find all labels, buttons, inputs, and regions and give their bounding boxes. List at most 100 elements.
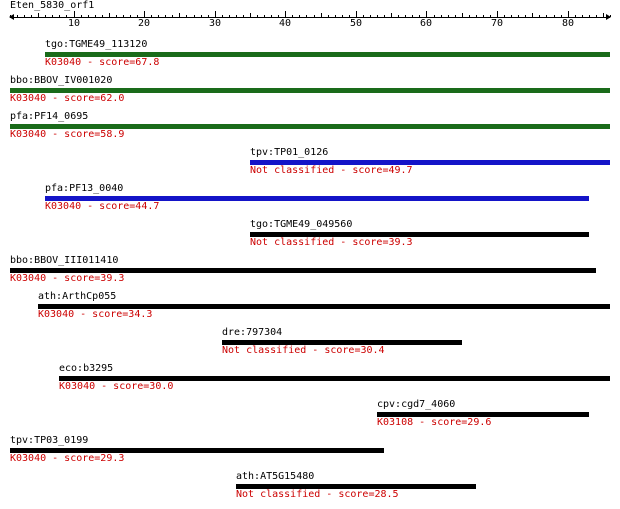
axis-minor-tick (10, 15, 11, 17)
axis-tick-label: 30 (208, 18, 222, 29)
hit-annotation: K03040 - score=39.3 (10, 273, 125, 284)
axis-minor-tick (483, 15, 484, 17)
hit-annotation: K03040 - score=29.3 (10, 453, 125, 464)
axis-minor-tick (236, 15, 237, 17)
axis-tick-label: 40 (278, 18, 292, 29)
axis-minor-tick (158, 15, 159, 17)
axis-minor-tick (222, 15, 223, 17)
axis-minor-tick (384, 15, 385, 17)
hit-bar[interactable] (222, 340, 462, 345)
axis-minor-tick (165, 15, 166, 17)
axis-minor-tick (292, 15, 293, 17)
axis-minor-tick (17, 15, 18, 17)
axis-minor-tick (349, 15, 350, 17)
axis-minor-tick (151, 15, 152, 17)
axis-minor-tick (448, 15, 449, 17)
axis-minor-tick (532, 13, 533, 17)
hit-gene-link[interactable]: eco:b3295 (59, 363, 114, 374)
axis-tick-label: 80 (561, 18, 575, 29)
axis-minor-tick (370, 15, 371, 17)
axis-minor-tick (603, 13, 604, 17)
hit-bar[interactable] (10, 268, 596, 273)
hit-annotation: Not classified - score=28.5 (236, 489, 399, 500)
hit-bar[interactable] (250, 232, 589, 237)
hit-annotation: K03040 - score=44.7 (45, 201, 160, 212)
axis-minor-tick (561, 15, 562, 17)
axis-tick-label: 20 (137, 18, 151, 29)
axis-minor-tick (511, 15, 512, 17)
axis-minor-tick (546, 15, 547, 17)
hit-gene-link[interactable]: tgo:TGME49_113120 (45, 39, 148, 50)
hit-bar[interactable] (45, 196, 589, 201)
axis-minor-tick (321, 13, 322, 17)
axis-major-tick (285, 11, 286, 17)
axis-minor-tick (52, 15, 53, 17)
hit-gene-link[interactable]: ath:ArthCp055 (38, 291, 117, 302)
hit-bar[interactable] (10, 88, 610, 93)
hit-annotation: Not classified - score=30.4 (222, 345, 385, 356)
hit-bar[interactable] (377, 412, 589, 417)
hit-gene-link[interactable]: bbo:BBOV_IV001020 (10, 75, 113, 86)
axis-minor-tick (525, 15, 526, 17)
axis-minor-tick (575, 15, 576, 17)
hit-annotation: K03040 - score=30.0 (59, 381, 174, 392)
axis-minor-tick (278, 15, 279, 17)
hit-annotation: K03040 - score=67.8 (45, 57, 160, 68)
hit-bar[interactable] (10, 448, 384, 453)
axis-minor-tick (137, 15, 138, 17)
axis-minor-tick (194, 15, 195, 17)
hit-gene-link[interactable]: dre:797304 (222, 327, 283, 338)
axis-minor-tick (539, 15, 540, 17)
hit-bar[interactable] (10, 124, 610, 129)
axis-minor-tick (490, 15, 491, 17)
axis-minor-tick (201, 15, 202, 17)
axis-minor-tick (45, 15, 46, 17)
hit-gene-link[interactable]: tgo:TGME49_049560 (250, 219, 353, 230)
axis-minor-tick (419, 15, 420, 17)
hit-bar[interactable] (236, 484, 476, 489)
axis-minor-tick (59, 15, 60, 17)
hit-gene-link[interactable]: tpv:TP03_0199 (10, 435, 89, 446)
hit-gene-link[interactable]: bbo:BBOV_III011410 (10, 255, 119, 266)
hit-annotation: Not classified - score=39.3 (250, 237, 413, 248)
axis-tick-label: 10 (67, 18, 81, 29)
hit-gene-link[interactable]: cpv:cgd7_4060 (377, 399, 456, 410)
axis-minor-tick (179, 13, 180, 17)
axis-minor-tick (391, 13, 392, 17)
axis-minor-tick (123, 15, 124, 17)
axis-minor-tick (271, 15, 272, 17)
axis-minor-tick (554, 15, 555, 17)
hit-bar[interactable] (45, 52, 610, 57)
hit-bar[interactable] (59, 376, 610, 381)
axis-minor-tick (172, 15, 173, 17)
axis-minor-tick (264, 15, 265, 17)
hit-bar[interactable] (250, 160, 610, 165)
axis-major-tick (426, 11, 427, 17)
hit-annotation: Not classified - score=49.7 (250, 165, 413, 176)
axis-left-arrow-icon (9, 14, 14, 20)
axis-minor-tick (441, 15, 442, 17)
axis-minor-tick (66, 15, 67, 17)
hit-annotation: K03040 - score=58.9 (10, 129, 125, 140)
axis-minor-tick (469, 15, 470, 17)
hit-gene-link[interactable]: pfa:PF13_0040 (45, 183, 124, 194)
axis-minor-tick (582, 15, 583, 17)
axis-minor-tick (81, 15, 82, 17)
hit-gene-link[interactable]: pfa:PF14_0695 (10, 111, 89, 122)
hit-bar[interactable] (38, 304, 610, 309)
axis-minor-tick (88, 15, 89, 17)
axis-minor-tick (589, 15, 590, 17)
axis-major-tick (144, 11, 145, 17)
axis-minor-tick (186, 15, 187, 17)
axis-minor-tick (208, 15, 209, 17)
hit-gene-link[interactable]: ath:AT5G15480 (236, 471, 315, 482)
axis-minor-tick (38, 13, 39, 17)
axis-major-tick (568, 11, 569, 17)
axis-right-arrow-icon (606, 14, 611, 20)
hit-gene-link[interactable]: tpv:TP01_0126 (250, 147, 329, 158)
axis-minor-tick (102, 15, 103, 17)
axis-minor-tick (31, 15, 32, 17)
axis-minor-tick (476, 15, 477, 17)
axis-minor-tick (342, 15, 343, 17)
